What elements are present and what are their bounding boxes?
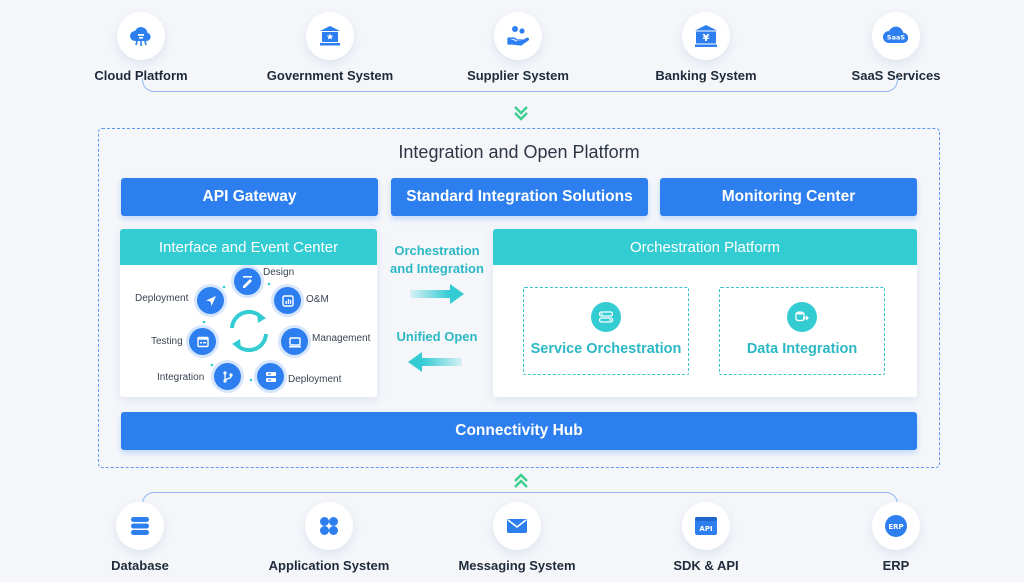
node-label: SaaS Services [851, 68, 941, 83]
platform-title: Integration and Open Platform [398, 142, 640, 162]
node-application-system: Application System [259, 502, 399, 573]
api-gateway-bar: API Gateway [121, 178, 378, 216]
cycle-label-testing: Testing [151, 336, 183, 347]
data-integration-icon [787, 302, 817, 332]
service-orchestration-icon [591, 302, 621, 332]
interface-event-center-panel: Interface and Event Center [120, 229, 377, 397]
saas-cloud-icon: SaaS [872, 12, 920, 60]
cycle-arrows-icon [230, 309, 268, 353]
node-supplier-system: Supplier System [448, 12, 588, 83]
om-node-icon [274, 287, 301, 314]
data-integration-label: Data Integration [746, 341, 858, 357]
api-badge: API [699, 525, 712, 533]
arrow-right-icon [410, 284, 464, 304]
node-label: Government System [266, 68, 394, 83]
panel-title: Interface and Event Center [120, 229, 377, 265]
node-label: Messaging System [458, 558, 576, 573]
node-label: Supplier System [467, 68, 569, 83]
panel-title: Orchestration Platform [493, 229, 917, 265]
integration-platform-container: Integration and Open Platform [98, 128, 940, 468]
svg-text:¥: ¥ [703, 33, 710, 44]
supplier-hand-icon [494, 12, 542, 60]
node-label: SDK & API [673, 558, 739, 573]
saas-badge: SaaS [887, 34, 905, 42]
deployment-send-node-icon [197, 287, 224, 314]
database-icon [116, 502, 164, 550]
node-label: Application System [268, 558, 390, 573]
node-label: ERP [882, 558, 910, 573]
flow-label-orchestration: Orchestration and Integration [390, 243, 484, 276]
cycle-label-management: Management [312, 333, 371, 344]
arrow-left-icon [408, 352, 462, 372]
application-grid-icon [305, 502, 353, 550]
node-label: Cloud Platform [94, 68, 188, 83]
cycle-label-design: Design [263, 267, 295, 278]
node-messaging-system: Messaging System [447, 502, 587, 573]
management-node-icon [281, 328, 308, 355]
government-building-icon [306, 12, 354, 60]
data-integration-box: Data Integration [719, 287, 885, 375]
node-label: Banking System [655, 68, 757, 83]
envelope-icon [493, 502, 541, 550]
design-node-icon [234, 268, 261, 295]
node-database: Database [70, 502, 210, 573]
top-connector-bracket [142, 78, 898, 92]
node-sdk-api: API SDK & API [636, 502, 776, 573]
deployment-node-icon [257, 363, 284, 390]
cycle-label-integration: Integration [157, 372, 205, 383]
orchestration-platform-panel: Orchestration Platform [493, 229, 917, 397]
node-banking-system: ¥ Banking System [636, 12, 776, 83]
cloud-icon [117, 12, 165, 60]
integration-node-icon [214, 363, 241, 390]
flow-label-unified-open: Unified Open [396, 329, 478, 344]
monitoring-center-bar: Monitoring Center [660, 178, 917, 216]
node-government-system: Government System [260, 12, 400, 83]
chevron-down-icon [514, 106, 528, 121]
erp-badge: ERP [888, 523, 903, 531]
node-cloud-platform: Cloud Platform [71, 12, 211, 83]
node-erp: ERP ERP [826, 502, 966, 573]
cycle-label-deployment-bottom: Deployment [288, 374, 342, 385]
sdk-api-window-icon: API [682, 502, 730, 550]
node-saas-services: SaaS SaaS Services [826, 12, 966, 83]
testing-node-icon [189, 328, 216, 355]
service-orchestration-box: Service Orchestration [523, 287, 689, 375]
service-orchestration-label: Service Orchestration [530, 341, 682, 357]
chevron-up-icon [514, 473, 528, 488]
bank-yen-icon: ¥ [682, 12, 730, 60]
connectivity-hub-bar: Connectivity Hub [121, 412, 917, 450]
cycle-label-deployment-left: Deployment [135, 293, 189, 304]
erp-icon: ERP [872, 502, 920, 550]
standard-integration-solutions-bar: Standard Integration Solutions [391, 178, 648, 216]
cycle-label-om: O&M [306, 294, 329, 305]
node-label: Database [111, 558, 169, 573]
